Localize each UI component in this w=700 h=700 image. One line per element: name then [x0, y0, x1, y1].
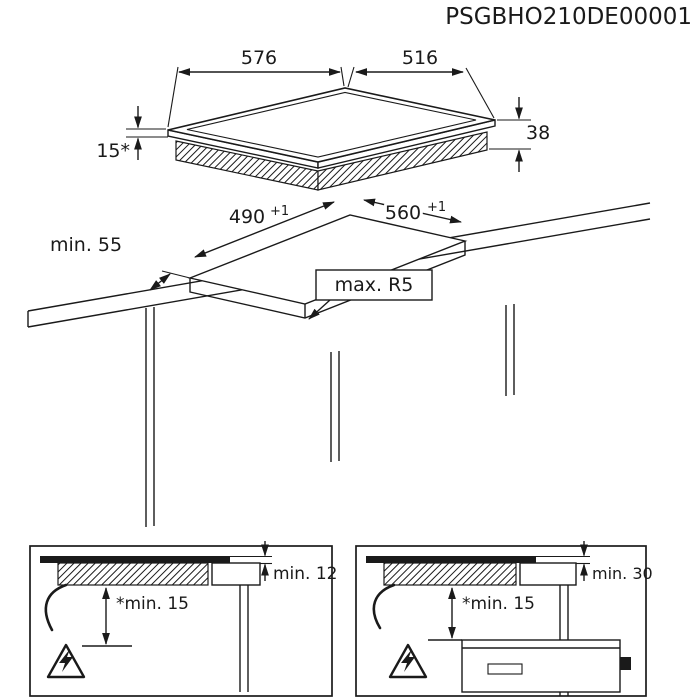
dim-edge-clearance: min. 55: [50, 234, 191, 291]
install-detail-oven: min. 30 *min. 15: [355, 541, 653, 697]
cabinet-panels: [145, 304, 515, 527]
cutout-width-tolerance: +1: [427, 200, 446, 215]
hob-glass-section-left: [40, 556, 230, 563]
hob-depth-label: 516: [402, 47, 438, 69]
install-detail-drawer: min. 12 *min. 15: [29, 541, 338, 697]
mains-cable-right: [372, 583, 396, 630]
cutout-inner-walls: [189, 241, 466, 319]
oven-knob: [620, 657, 631, 670]
hob-width-label: 576: [241, 47, 277, 69]
glass-edge-label: 15*: [96, 140, 130, 162]
cutout-depth-tolerance: +1: [270, 204, 289, 219]
worktop-cutout-view: 490 +1 560 +1 min. 55 max. R5: [27, 197, 651, 527]
hob-glass-section-right: [366, 556, 536, 563]
dim-cutout-width: 560 +1: [363, 197, 462, 227]
high-voltage-warning-icon: [46, 643, 86, 679]
corner-radius-callout: max. R5: [308, 269, 433, 320]
detail-right-frame: [355, 545, 647, 697]
dim-cutout-depth: 490 +1: [194, 201, 335, 258]
under-clearance-label-left: *min. 15: [116, 594, 189, 614]
dim-glass-edge: 15*: [96, 106, 168, 162]
dim-worktop-thickness-right: min. 30: [536, 541, 653, 583]
hob-body-right-face: [317, 131, 488, 191]
high-voltage-warning-icon: [388, 643, 428, 679]
dim-hob-width: 576: [167, 47, 345, 128]
corner-radius-label: max. R5: [335, 274, 414, 296]
dim-hob-height: 38: [489, 97, 550, 172]
cutout-depth-label: 490: [229, 206, 265, 228]
corner-radius-box: [315, 269, 433, 301]
under-clearance-label-right: *min. 15: [462, 594, 535, 614]
hob-glass-top-inner-line: [186, 91, 477, 158]
hob-height-label: 38: [526, 122, 550, 144]
dim-under-clearance-right: *min. 15: [428, 587, 535, 641]
detail-left-frame: [29, 545, 333, 697]
worktop-section-right: [519, 562, 577, 586]
dim-hob-depth: 516: [347, 47, 495, 119]
built-in-oven: [461, 639, 631, 693]
hob-body-section-right: [383, 562, 517, 586]
hob-body-section-left: [57, 562, 209, 586]
worktop-thickness-label-right: min. 30: [592, 564, 653, 583]
mains-cable-left: [44, 583, 68, 632]
edge-clearance-label: min. 55: [50, 234, 122, 256]
document-code: PSGBHO210DE00001: [445, 4, 692, 30]
dim-under-clearance-left: *min. 15: [82, 587, 189, 647]
cutout-width-label: 560: [385, 202, 421, 224]
dim-worktop-thickness-left: min. 12: [230, 541, 338, 584]
oven-vent-slot: [487, 663, 523, 675]
hob-perspective-view: 576 516 38 15*: [96, 47, 550, 191]
worktop-thickness-label-left: min. 12: [273, 564, 338, 584]
worktop-section-left: [211, 562, 261, 586]
